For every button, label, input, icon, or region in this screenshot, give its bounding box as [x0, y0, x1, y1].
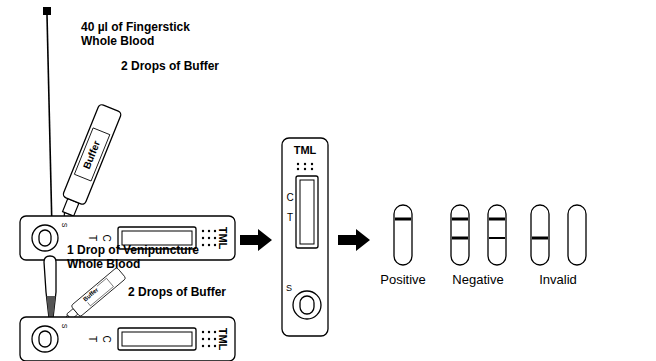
test-cassette	[20, 317, 235, 361]
dropper	[44, 256, 56, 318]
instruction-text: 1 Drop of Venipuncture Whole Blood	[67, 243, 215, 272]
test-line-mark: T	[287, 212, 293, 224]
bottle-label: Buffer	[81, 286, 101, 304]
instruction-text: 40 µl of Fingerstick Whole Blood	[81, 20, 213, 49]
instruction-text: 2 Drops of Buffer	[128, 285, 226, 299]
buffer-bottle	[53, 104, 122, 229]
capillary-tube	[43, 7, 52, 230]
result-label: Negative	[452, 272, 503, 288]
result-strips	[394, 205, 586, 265]
sample-well-mark: S	[60, 324, 68, 329]
brand-mark: TML	[294, 144, 317, 157]
result-label: Positive	[380, 272, 426, 288]
control-line-mark: C	[286, 192, 293, 204]
test-line-mark: T	[86, 336, 98, 342]
flow-arrow	[240, 229, 272, 251]
instruction-text: 2 Drops of Buffer	[121, 59, 219, 73]
control-line-mark: C	[100, 234, 112, 241]
brand-mark: TML	[215, 328, 228, 351]
sample-well-mark: S	[286, 283, 292, 294]
result-label: Invalid	[539, 272, 577, 288]
flow-arrow	[338, 229, 370, 251]
test-line-mark: T	[86, 235, 98, 241]
bottle-label: Buffer	[81, 138, 104, 172]
control-line-mark: C	[100, 335, 112, 342]
test-cassette-vertical	[282, 138, 328, 336]
brand-mark: TML	[215, 227, 228, 250]
sample-well-mark: S	[60, 223, 68, 228]
